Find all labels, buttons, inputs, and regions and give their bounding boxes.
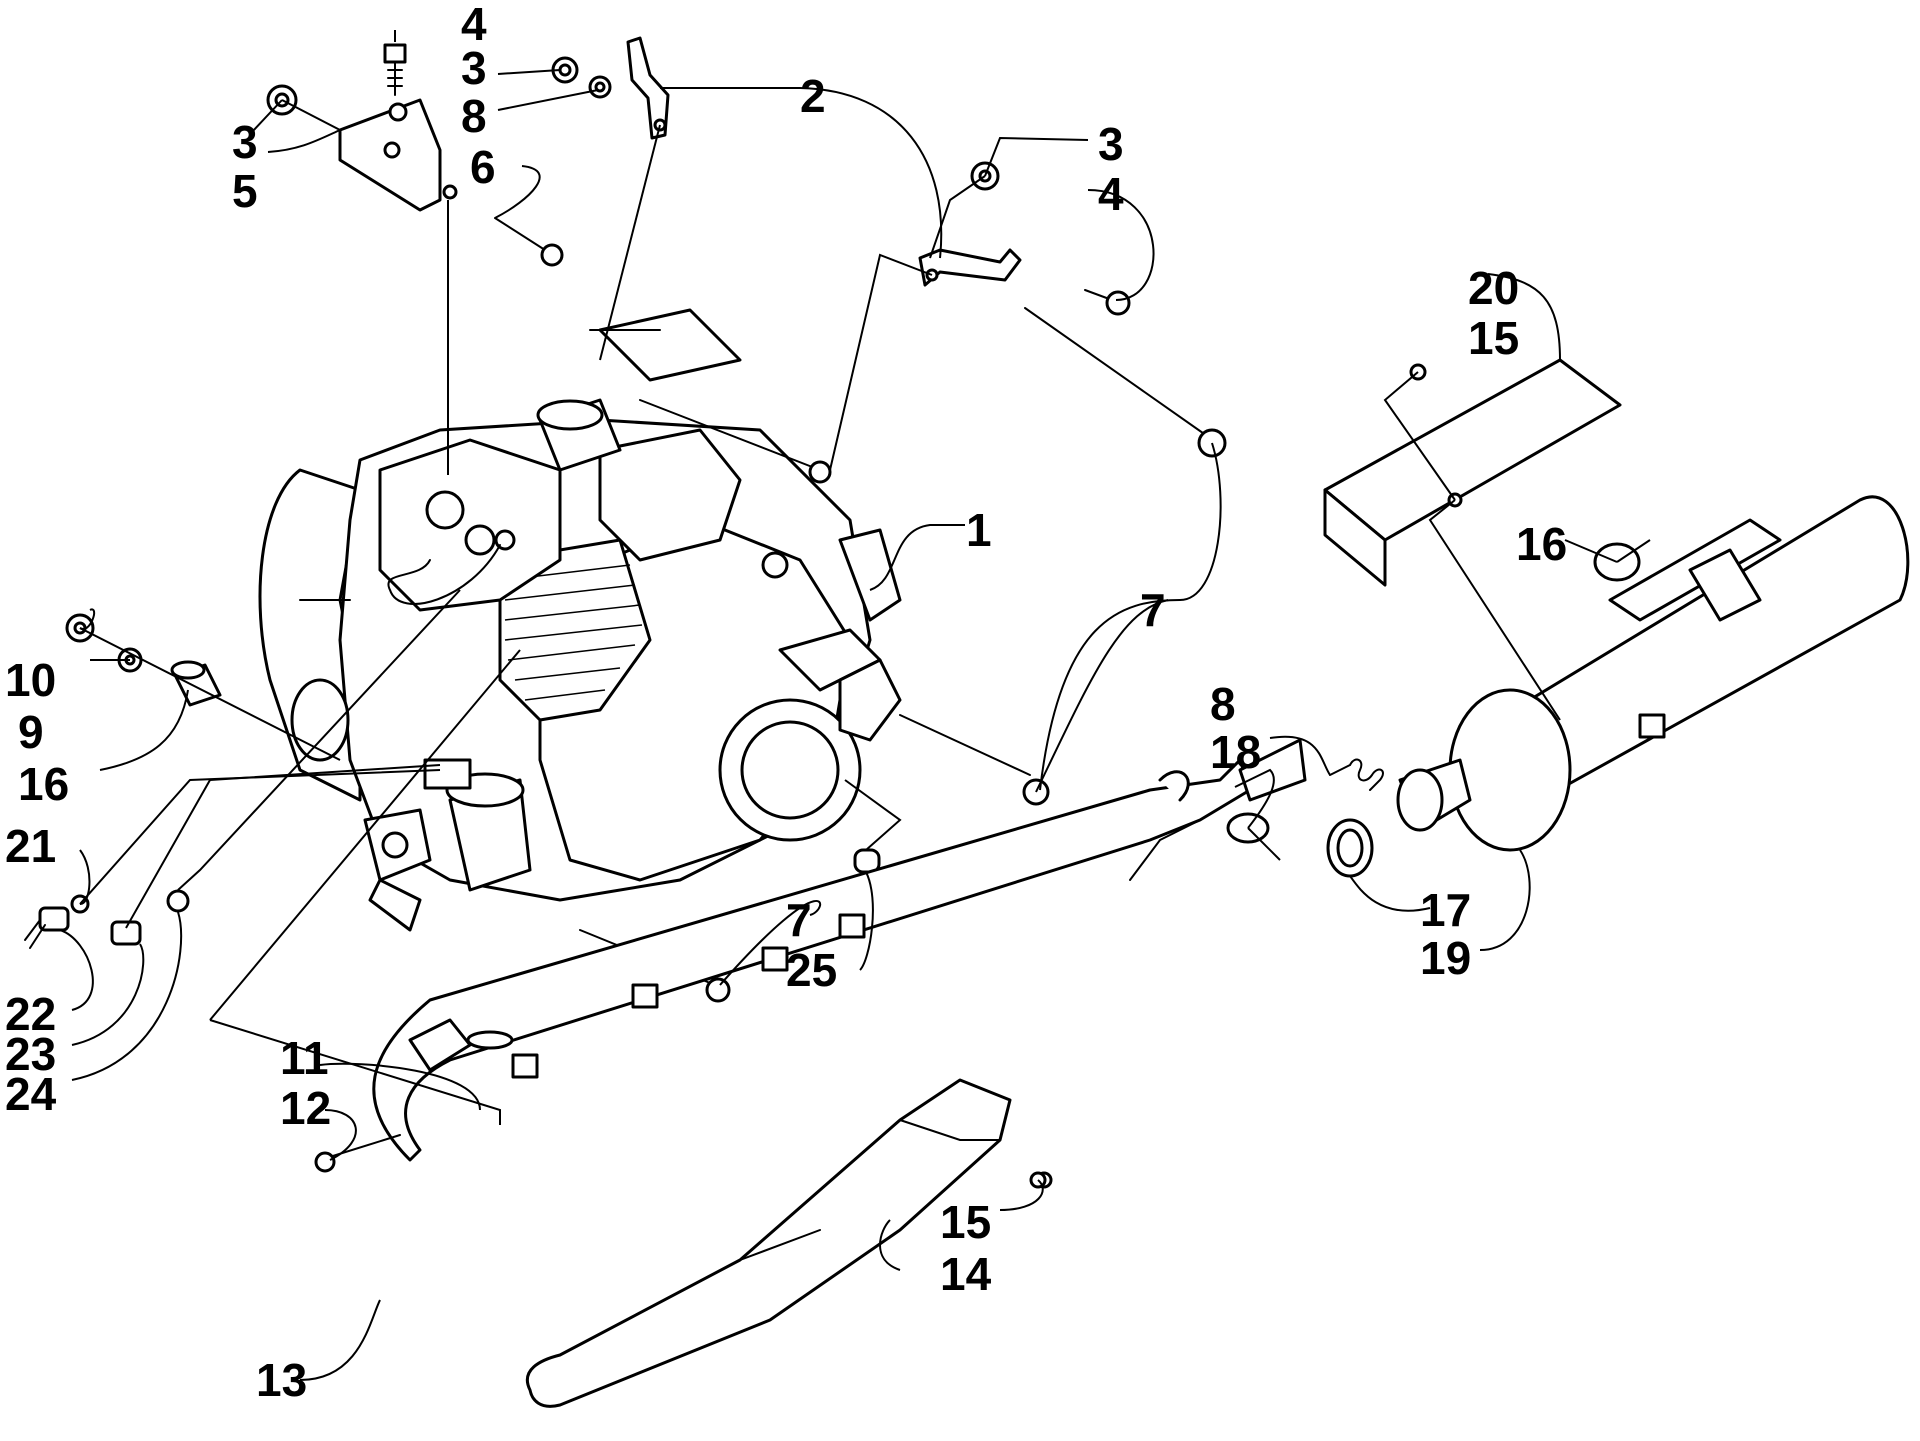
callout-5: 5 — [232, 165, 258, 217]
callout-22: 22 — [5, 988, 56, 1040]
callout-1: 1 — [966, 504, 992, 556]
washer-8-top — [588, 75, 612, 99]
gasket-17 — [1326, 818, 1374, 878]
callout-2: 2 — [800, 70, 826, 122]
callout-21: 21 — [5, 820, 56, 872]
callout-18: 8 — [1210, 678, 1236, 730]
spacer-9 — [170, 660, 222, 707]
sensor-22 — [24, 906, 70, 949]
bolt-7-right — [899, 714, 1050, 806]
callout-9: 16 — [18, 758, 69, 810]
switch-23 — [110, 920, 142, 946]
long-bolt-7-top — [1024, 307, 1227, 458]
callout-8-top-washer: 8 — [461, 90, 487, 142]
callout-17: 17 — [1420, 884, 1471, 936]
callout-23: 23 — [5, 1028, 56, 1080]
callout-7-top: 7 — [1140, 584, 1166, 636]
gasket-24 — [166, 889, 190, 913]
upper-bracket-right — [918, 248, 1022, 287]
heat-shield-20 — [1323, 358, 1622, 587]
exhaust-flange-11-12 — [314, 1018, 514, 1173]
callout-4-right-bolt: 4 — [1098, 168, 1124, 220]
callout-8-left: 9 — [18, 706, 44, 758]
callout-7-lower: 7 — [786, 894, 812, 946]
engine-assembly — [258, 308, 902, 932]
upper-bracket-left — [626, 36, 670, 140]
callout-3-top-nut: 3 — [461, 42, 487, 94]
callout-3-right-nut: 3 — [1098, 118, 1124, 170]
callout-20: 20 — [1468, 262, 1519, 314]
callout-16-pipe: 18 — [1210, 726, 1261, 778]
callout-3-left-nut: 3 — [232, 116, 258, 168]
callout-25: 25 — [786, 944, 837, 996]
muffler-19 — [1396, 495, 1910, 852]
callout-11: 11 — [280, 1032, 329, 1084]
callout-16-muffler: 16 — [1516, 518, 1567, 570]
callout-15-top: 15 — [1468, 312, 1519, 364]
front-engine-bracket — [338, 98, 458, 212]
bolt-6 — [494, 217, 564, 267]
bolt-4-top — [383, 43, 407, 96]
callout-14: 14 — [940, 1248, 992, 1300]
callout-6: 6 — [470, 141, 496, 193]
callout-24: 24 — [5, 1068, 57, 1120]
callout-12: 12 — [280, 1082, 331, 1134]
spring-18 — [1329, 758, 1384, 791]
callout-15-lower: 15 — [940, 1196, 991, 1248]
leader-lines — [59, 30, 1651, 1381]
callout-13: 13 — [256, 1354, 307, 1406]
callout-4-top-bolt: 4 — [461, 0, 487, 50]
callout-19: 19 — [1420, 932, 1471, 984]
callout-labels: 4 3 8 2 3 5 6 3 4 20 15 1 16 7 10 8 9 18… — [5, 0, 1567, 1406]
exhaust-pipe-13 — [372, 738, 1307, 1162]
callout-10: 10 — [5, 654, 56, 706]
bolt-4-right — [1084, 289, 1131, 316]
